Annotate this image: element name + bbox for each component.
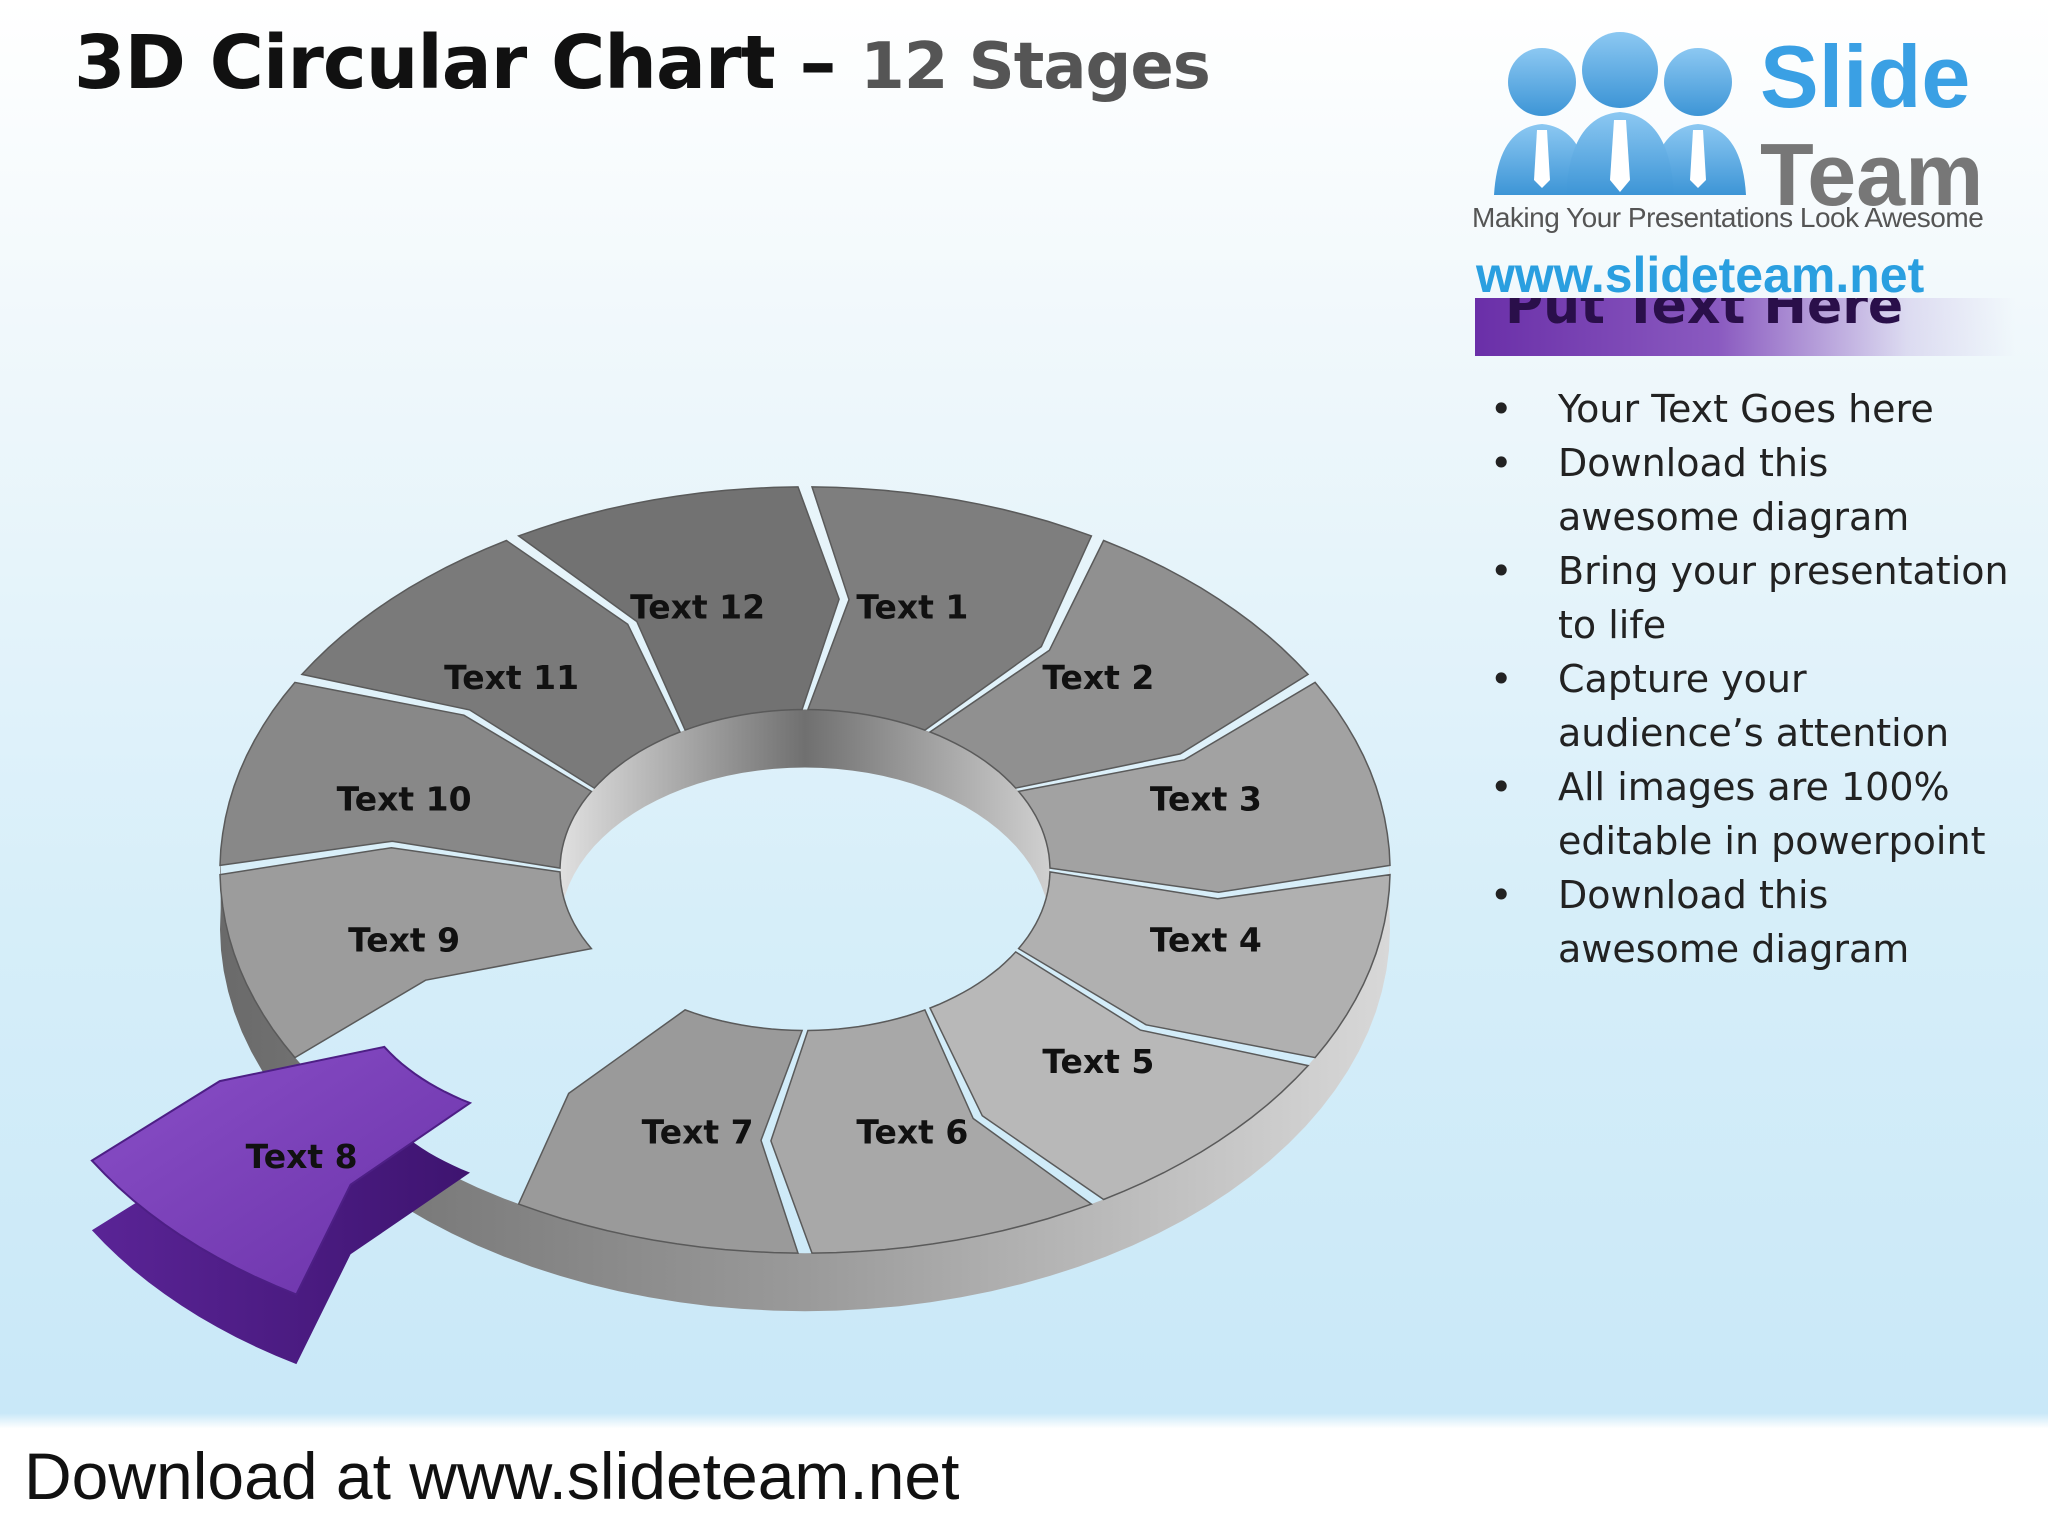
bullet-item: All images are 100% editable in powerpoi… bbox=[1490, 760, 2010, 868]
stage-label: Text 11 bbox=[444, 658, 579, 697]
title-sub: 12 Stages bbox=[860, 30, 1211, 104]
stage-label: Text 7 bbox=[642, 1113, 754, 1152]
stage-labels: Text 1 Text 2 Text 3 Text 4 Text 5 Text 6 Text… bbox=[246, 587, 1262, 1176]
ring-segment bbox=[806, 486, 1093, 731]
stage-label: Text 10 bbox=[337, 780, 472, 819]
title-main: 3D Circular Chart – bbox=[74, 20, 837, 106]
ring-segment bbox=[219, 846, 593, 1059]
stage-label: Text 5 bbox=[1042, 1042, 1154, 1081]
brand-word-team: Team bbox=[1760, 125, 1984, 224]
ring-segment bbox=[770, 1008, 1094, 1254]
panel-heading-bar: Put Text Here bbox=[1475, 298, 2015, 356]
footer-download-text[interactable]: Download at www.slideteam.net bbox=[24, 1439, 960, 1513]
stage-label: Text 2 bbox=[1042, 658, 1154, 697]
brand-url[interactable]: www.slideteam.net bbox=[1476, 247, 1925, 303]
ring-segment bbox=[517, 1009, 804, 1254]
stage-label: Text 1 bbox=[856, 587, 968, 626]
ring-segment bbox=[219, 681, 593, 869]
bullet-item: Your Text Goes here bbox=[1490, 382, 2010, 436]
brand-word-slide: Slide bbox=[1760, 27, 1971, 126]
highlighted-segment bbox=[90, 1045, 473, 1296]
stage-label: Text 8 bbox=[246, 1137, 358, 1176]
slide-title: 3D Circular Chart – 12 Stages bbox=[74, 20, 1211, 106]
stage-label: Text 3 bbox=[1150, 780, 1262, 819]
stage-label: Text 9 bbox=[348, 920, 460, 959]
ring-segment bbox=[516, 486, 840, 732]
ring-inner-wall bbox=[560, 709, 1050, 936]
ring-segment bbox=[1017, 681, 1391, 894]
ring-segments bbox=[90, 486, 1391, 1365]
bullet-item: Download this awesome diagram bbox=[1490, 436, 2010, 544]
ring-segment bbox=[1017, 871, 1391, 1059]
ring-segment bbox=[928, 950, 1310, 1201]
bullet-item: Bring your presentation to life bbox=[1490, 544, 2010, 652]
bullet-item: Capture your audience’s attention bbox=[1490, 652, 2010, 760]
stage-label: Text 4 bbox=[1150, 920, 1262, 959]
stage-label: Text 6 bbox=[856, 1113, 968, 1152]
bullet-item: Download this awesome diagram bbox=[1490, 868, 2010, 976]
people-icon bbox=[1494, 32, 1746, 195]
ring-segment bbox=[928, 539, 1310, 789]
bullet-list: Your Text Goes here Download this awesom… bbox=[1490, 382, 2010, 976]
ring-segment bbox=[300, 539, 682, 790]
stage-label: Text 12 bbox=[630, 587, 765, 626]
panel-heading: Put Text Here bbox=[1505, 298, 1904, 336]
slideteam-logo: Slide Team Making Your Presentations Loo… bbox=[1470, 20, 2030, 303]
brand-tagline: Making Your Presentations Look Awesome bbox=[1472, 202, 1984, 233]
